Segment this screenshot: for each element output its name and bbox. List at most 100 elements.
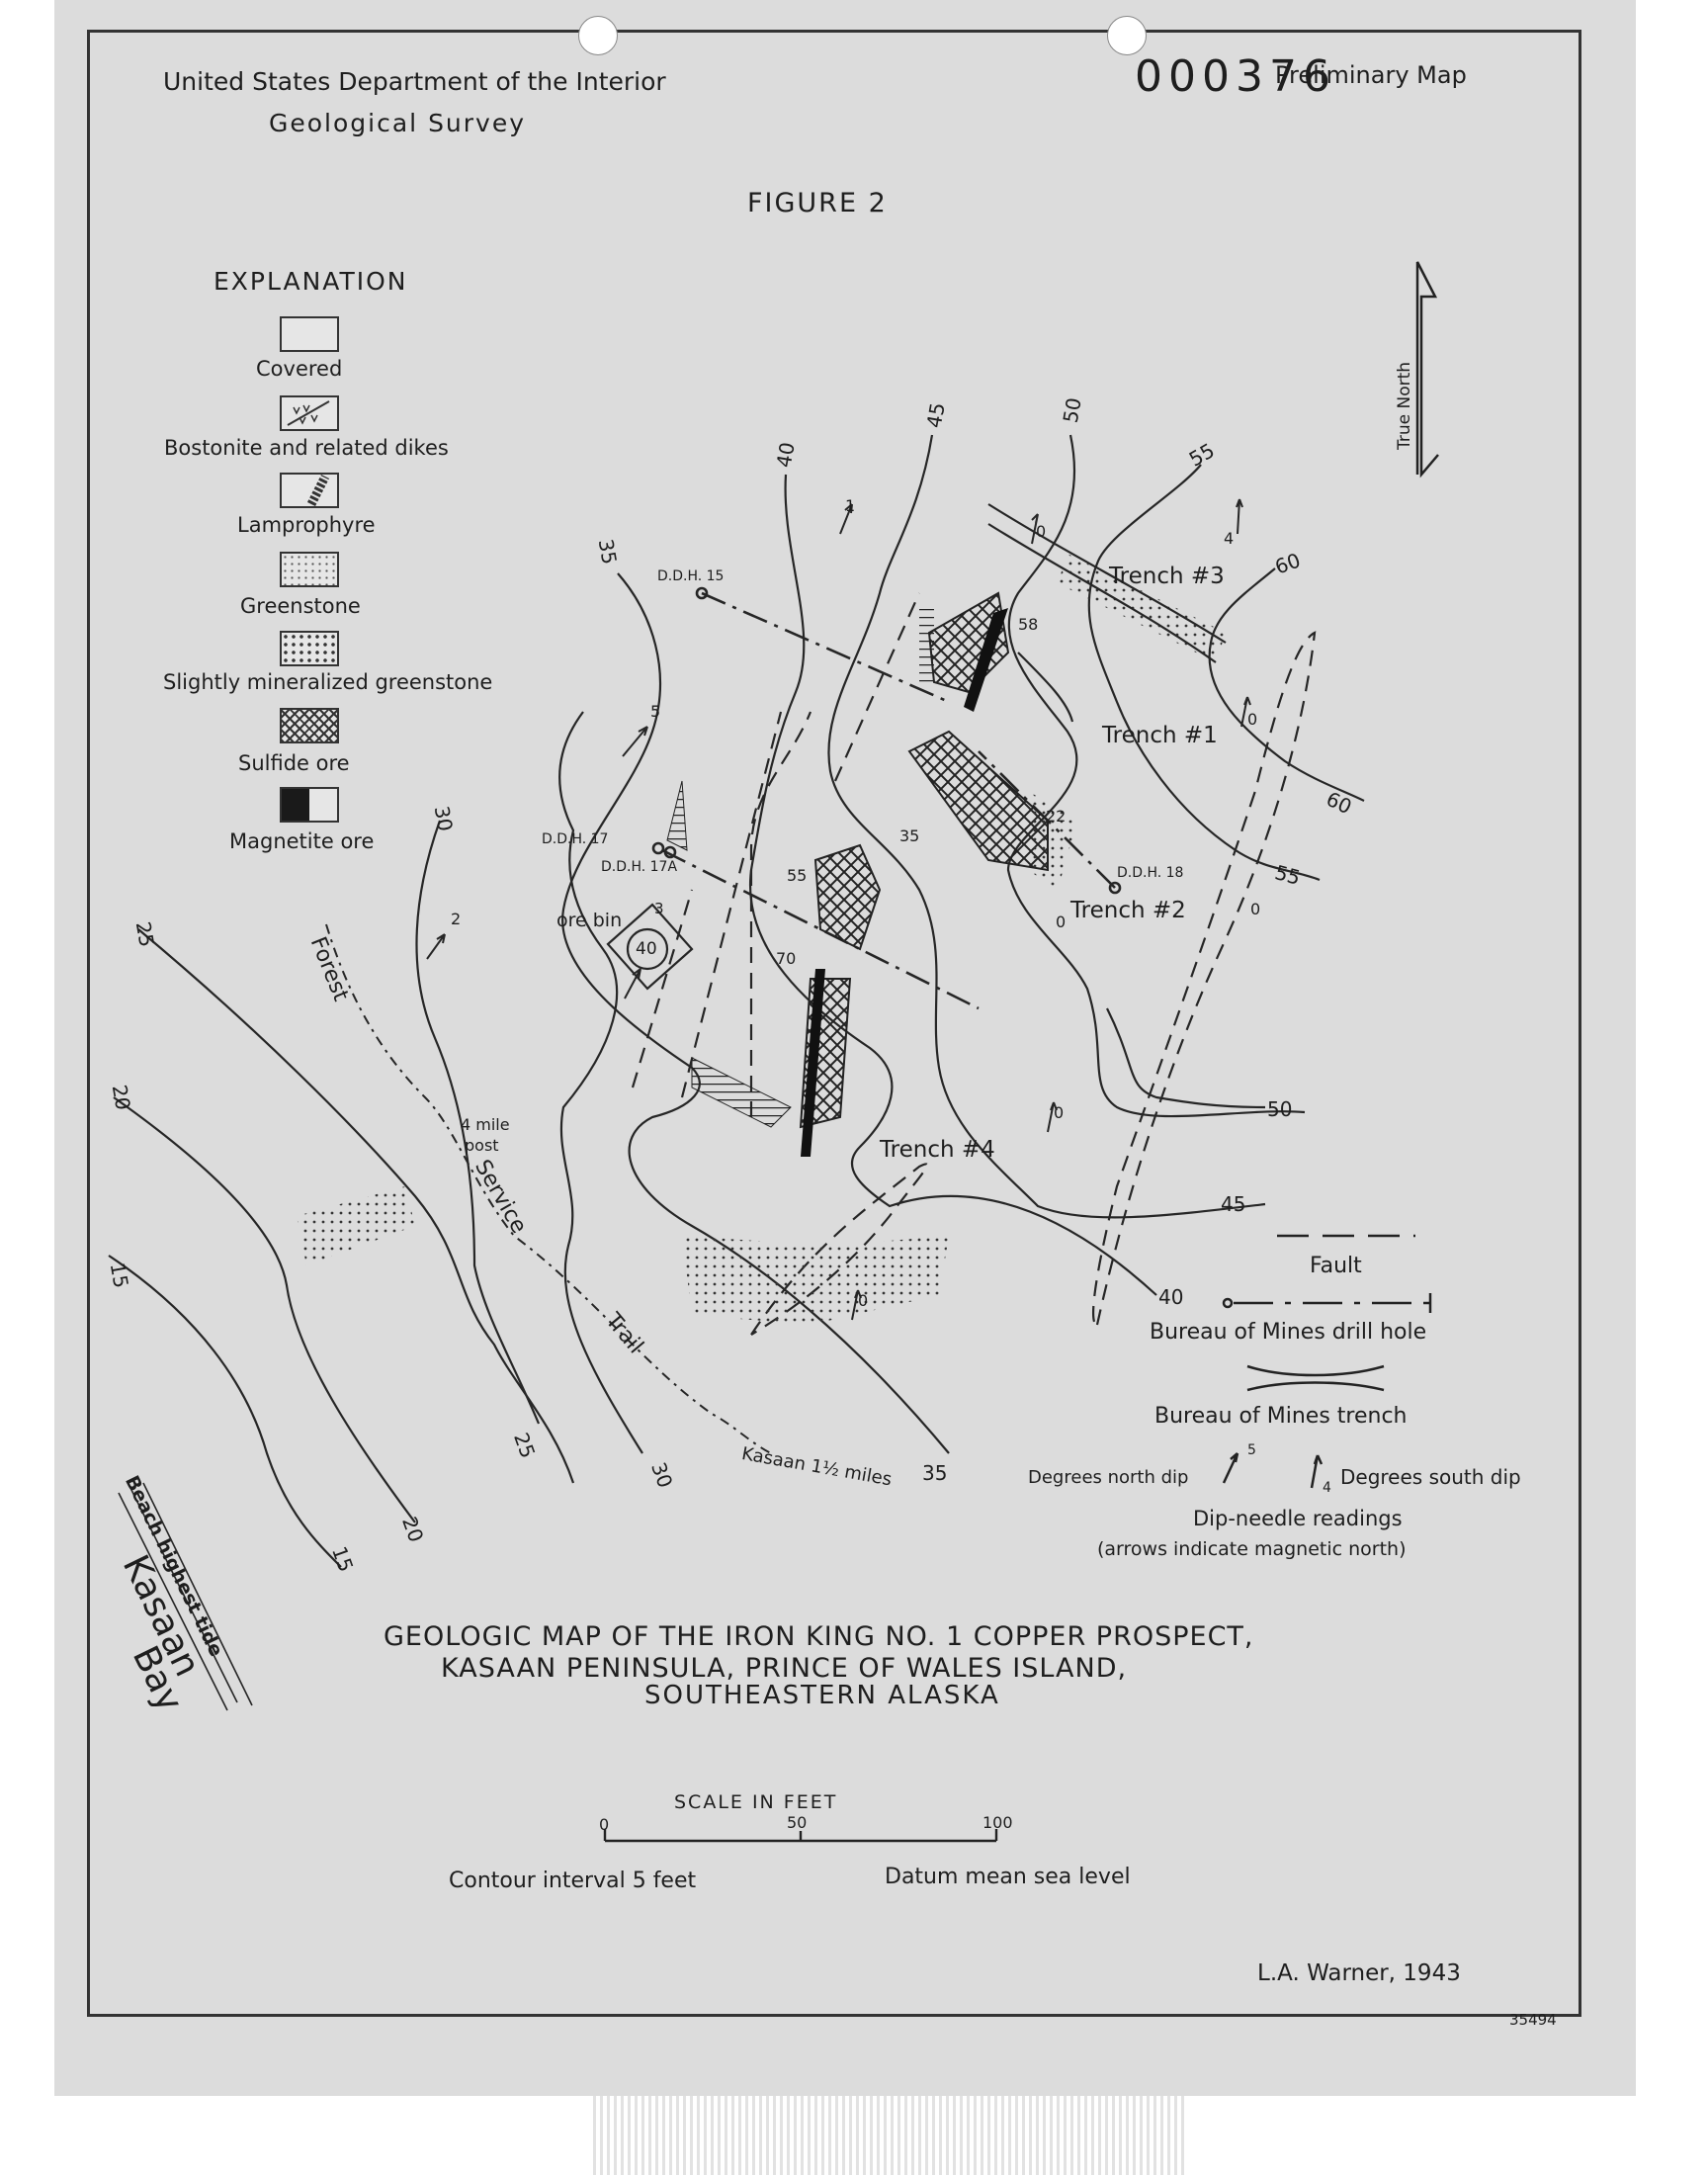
dip-reading-1: 1 <box>845 496 856 515</box>
north-arrow-shape <box>1415 261 1439 478</box>
dip-reading-3: 3 <box>654 900 664 917</box>
legend-swatch-sulfide-ore <box>280 708 339 743</box>
trenches <box>987 503 1227 723</box>
dip-reading-5: 5 <box>650 702 661 721</box>
dip-reading-70: 70 <box>776 949 797 968</box>
map-title-line-3: SOUTHEASTERN ALASKA <box>644 1681 1000 1710</box>
legend-label-lamprophyre: Lamprophyre <box>237 513 376 537</box>
contour-label-50-east: 50 <box>1267 1097 1293 1121</box>
faults <box>631 592 1317 1336</box>
dip-reading-0-c: 0 <box>1250 900 1261 918</box>
sheet-number: 35494 <box>1509 2011 1557 2029</box>
contour-label-45-north: 45 <box>921 400 950 430</box>
dip-reading-0-d: 0 <box>1056 913 1067 931</box>
symbol-legend-lines <box>1222 1234 1432 1489</box>
drill-hole-17a-label: D.D.H. 17A <box>601 859 678 875</box>
dip-reading-35: 35 <box>899 826 920 845</box>
contour-15 <box>108 1255 342 1568</box>
dip-reading-58: 58 <box>1018 615 1039 634</box>
contour-25 <box>415 820 541 1425</box>
fault-3 <box>833 592 921 782</box>
scale-title: SCALE IN FEET <box>674 1791 838 1813</box>
contour-interval: Contour interval 5 feet <box>449 1869 697 1893</box>
datum: Datum mean sea level <box>885 1865 1131 1889</box>
dip-reading-4: 4 <box>1224 529 1235 548</box>
drill-holes <box>651 586 1122 1010</box>
greenstone-areas <box>297 554 1226 1325</box>
legend-swatch-dikes <box>280 395 339 431</box>
author-date: L.A. Warner, 1943 <box>1257 1960 1461 1986</box>
contour-lines <box>108 434 1365 1568</box>
ore-bin-label: ore bin <box>556 910 623 931</box>
fault-dike-east <box>1092 631 1317 1327</box>
contour-55 <box>1087 464 1321 882</box>
coastline <box>118 1482 253 1711</box>
map-border <box>87 30 1581 2017</box>
trail <box>325 923 772 1454</box>
agency-line-1: United States Department of the Interior <box>163 67 666 96</box>
trench-2-label: Trench #2 <box>1070 898 1186 923</box>
contour-label-35-north: 35 <box>593 537 622 566</box>
symbol-fault-label: Fault <box>1310 1254 1362 1278</box>
contour-label-25-north: 25 <box>130 919 159 949</box>
contour-label-35-south: 35 <box>922 1461 948 1485</box>
scan-artifact-strip <box>593 2096 1186 2175</box>
dip-reading-55: 55 <box>787 866 808 885</box>
symbol-dip-north-label: Degrees north dip <box>1028 1467 1189 1488</box>
fault-2 <box>749 711 812 1117</box>
contour-45 <box>827 434 1266 1219</box>
contour-30 <box>558 711 643 1454</box>
scale-tick-100: 100 <box>982 1813 1013 1832</box>
dip-reading-0-b: 0 <box>1247 710 1258 729</box>
legend-title: EXPLANATION <box>214 267 408 296</box>
contour-50-lower <box>1106 1007 1266 1109</box>
dipneedle-note: (arrows indicate magnetic north) <box>1097 1538 1407 1560</box>
legend-label-covered: Covered <box>256 357 343 381</box>
contour-60 <box>1208 567 1365 802</box>
drill-hole-18-label: D.D.H. 18 <box>1117 865 1184 881</box>
contour-50-upper <box>1006 434 1306 1118</box>
scale-tick-50: 50 <box>787 1813 808 1832</box>
dip-reading-0-f: 0 <box>858 1291 869 1310</box>
north-arrow-label: True North <box>1395 361 1414 450</box>
legend-label-greenstone: Greenstone <box>240 594 361 618</box>
dip-reading-22: 22 <box>1046 807 1067 826</box>
mile-post-label-1: 4 mile <box>461 1115 510 1134</box>
fault-1 <box>680 711 783 1098</box>
scale-bar <box>603 1829 998 1843</box>
symbol-dip-south-label: Degrees south dip <box>1340 1465 1521 1489</box>
legend-swatch-covered <box>280 316 339 352</box>
mile-post-label-2: post <box>465 1136 499 1155</box>
legend-swatch-greenstone <box>280 552 339 587</box>
ore-bodies <box>666 591 1049 1157</box>
dip-reading-0-e: 0 <box>1054 1103 1065 1122</box>
map-status: Preliminary Map <box>1275 61 1467 89</box>
dip-reading-0-a: 0 <box>1036 522 1047 541</box>
fault-dike-south <box>750 1163 929 1336</box>
contour-20 <box>113 1096 416 1523</box>
legend-swatch-magnetite-ore <box>280 787 339 823</box>
dip-reading-2: 2 <box>451 910 462 928</box>
contour-40 <box>748 474 1157 1296</box>
punch-hole-right <box>1107 16 1147 55</box>
legend-swatch-lamprophyre <box>280 473 339 508</box>
drill-hole-15-label: D.D.H. 15 <box>657 568 725 584</box>
legend-label-mineralized-greenstone: Slightly mineralized greenstone <box>163 670 493 694</box>
trench-1-label: Trench #1 <box>1102 723 1218 748</box>
dipneedle-label: Dip-needle readings <box>1193 1507 1403 1530</box>
contour-label-20-north: 20 <box>107 1083 135 1112</box>
legend-label-sulfide-ore: Sulfide ore <box>238 751 350 775</box>
stamp-number: 000376 <box>1135 51 1336 102</box>
map-title-line-2: KASAAN PENINSULA, PRINCE OF WALES ISLAND… <box>441 1653 1128 1684</box>
contour-label-55-east: 55 <box>1272 860 1304 890</box>
map-title-line-1: GEOLOGIC MAP OF THE IRON KING NO. 1 COPP… <box>384 1621 1254 1652</box>
figure-number: FIGURE 2 <box>747 188 888 218</box>
fault-4 <box>631 889 694 1088</box>
dip-arrows <box>426 498 1251 1321</box>
scale-tick-0: 0 <box>599 1815 610 1834</box>
drill-hole-17-label: D.D.H. 17 <box>542 831 609 847</box>
symbol-trench-label: Bureau of Mines trench <box>1154 1404 1408 1429</box>
legend-label-dikes: Bostonite and related dikes <box>164 436 449 460</box>
contour-label-30-north: 30 <box>429 804 458 833</box>
